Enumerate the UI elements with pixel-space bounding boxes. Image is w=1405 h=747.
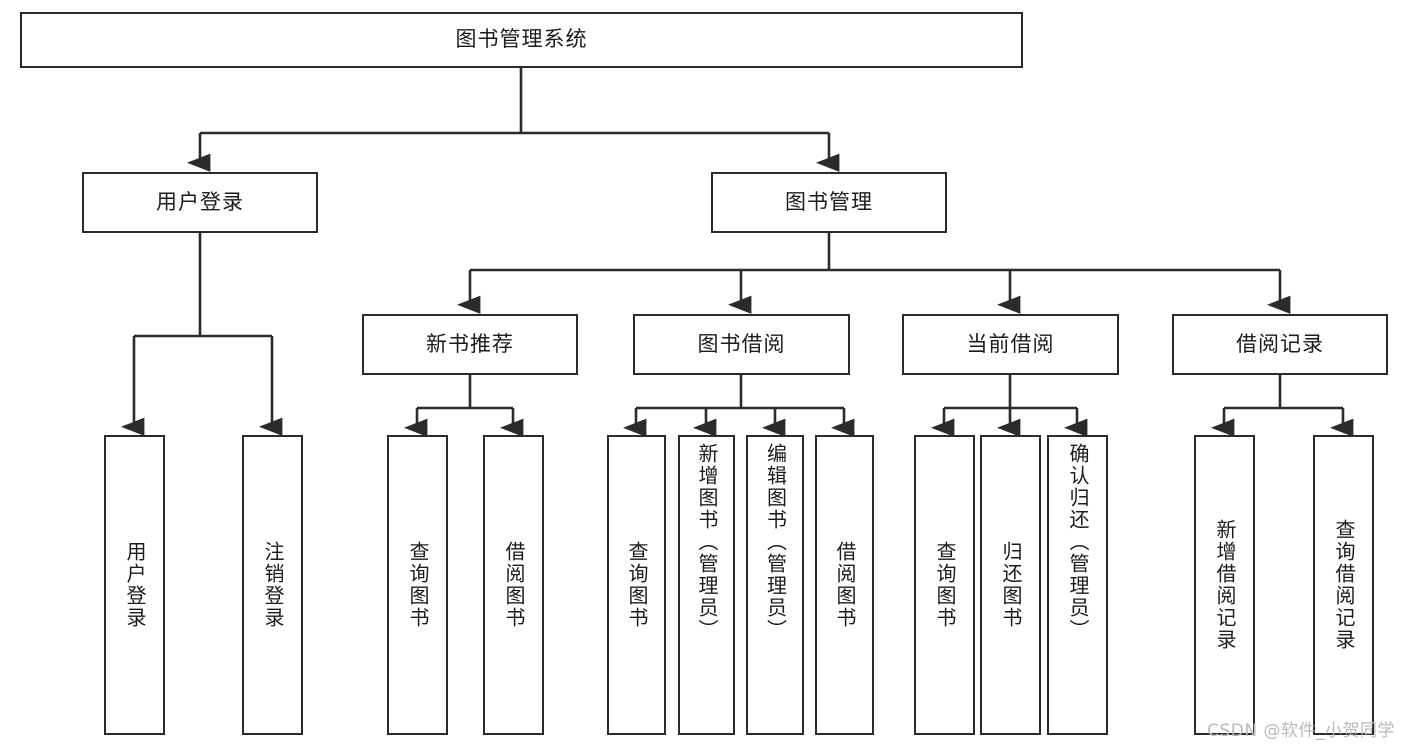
node-leaf-query-book-3[interactable]: 查询图书 bbox=[914, 435, 975, 735]
watermark: CSDN @软件_小贺同学 bbox=[1207, 721, 1395, 741]
node-leaf-user-login[interactable]: 用户登录 bbox=[104, 435, 165, 735]
node-user-login-label: 用户登录 bbox=[156, 189, 244, 214]
node-leaf-borrow-book-2[interactable]: 借阅图书 bbox=[815, 435, 874, 735]
node-book-manage[interactable]: 图书管理 bbox=[711, 172, 947, 233]
node-book-manage-label: 图书管理 bbox=[785, 189, 873, 214]
node-leaf-edit-book-admin-label: 编辑图书（管理员） bbox=[763, 443, 788, 641]
node-leaf-add-borrow-record-label: 新增借阅记录 bbox=[1213, 519, 1237, 651]
node-new-book-recommend-label: 新书推荐 bbox=[426, 331, 514, 356]
node-new-book-recommend[interactable]: 新书推荐 bbox=[362, 314, 578, 375]
node-leaf-confirm-return-admin[interactable]: 确认归还（管理员） bbox=[1047, 435, 1108, 735]
node-leaf-borrow-book-1-label: 借阅图书 bbox=[502, 541, 526, 629]
node-borrow-record-label: 借阅记录 bbox=[1236, 331, 1324, 356]
node-leaf-borrow-book-2-label: 借阅图书 bbox=[833, 541, 857, 629]
node-leaf-logout[interactable]: 注销登录 bbox=[242, 435, 303, 735]
node-leaf-query-book-1[interactable]: 查询图书 bbox=[387, 435, 448, 735]
node-leaf-return-book[interactable]: 归还图书 bbox=[980, 435, 1041, 735]
node-leaf-confirm-return-admin-label: 确认归还（管理员） bbox=[1066, 443, 1090, 641]
node-leaf-edit-book-admin[interactable]: 编辑图书（管理员） bbox=[746, 435, 804, 735]
node-leaf-add-book-admin-label: 新增图书（管理员） bbox=[695, 443, 719, 641]
node-book-borrow-label: 图书借阅 bbox=[697, 331, 786, 356]
node-leaf-add-borrow-record[interactable]: 新增借阅记录 bbox=[1194, 435, 1255, 735]
node-leaf-return-book-label: 归还图书 bbox=[999, 541, 1023, 629]
node-leaf-query-book-2[interactable]: 查询图书 bbox=[607, 435, 666, 735]
node-leaf-logout-label: 注销登录 bbox=[261, 541, 285, 629]
node-leaf-borrow-book-1[interactable]: 借阅图书 bbox=[483, 435, 544, 735]
node-root[interactable]: 图书管理系统 bbox=[20, 12, 1023, 68]
node-root-label: 图书管理系统 bbox=[455, 27, 588, 52]
node-current-borrow[interactable]: 当前借阅 bbox=[902, 314, 1119, 375]
node-leaf-query-borrow-record[interactable]: 查询借阅记录 bbox=[1313, 435, 1374, 735]
node-borrow-record[interactable]: 借阅记录 bbox=[1172, 314, 1388, 375]
node-leaf-query-book-3-label: 查询图书 bbox=[933, 541, 957, 629]
node-book-borrow[interactable]: 图书借阅 bbox=[633, 314, 850, 375]
node-current-borrow-label: 当前借阅 bbox=[966, 331, 1055, 356]
node-user-login[interactable]: 用户登录 bbox=[82, 172, 318, 233]
node-leaf-user-login-label: 用户登录 bbox=[123, 541, 147, 629]
node-leaf-add-book-admin[interactable]: 新增图书（管理员） bbox=[678, 435, 735, 735]
node-leaf-query-borrow-record-label: 查询借阅记录 bbox=[1332, 519, 1356, 651]
node-leaf-query-book-2-label: 查询图书 bbox=[625, 541, 649, 629]
node-leaf-query-book-1-label: 查询图书 bbox=[406, 541, 430, 629]
